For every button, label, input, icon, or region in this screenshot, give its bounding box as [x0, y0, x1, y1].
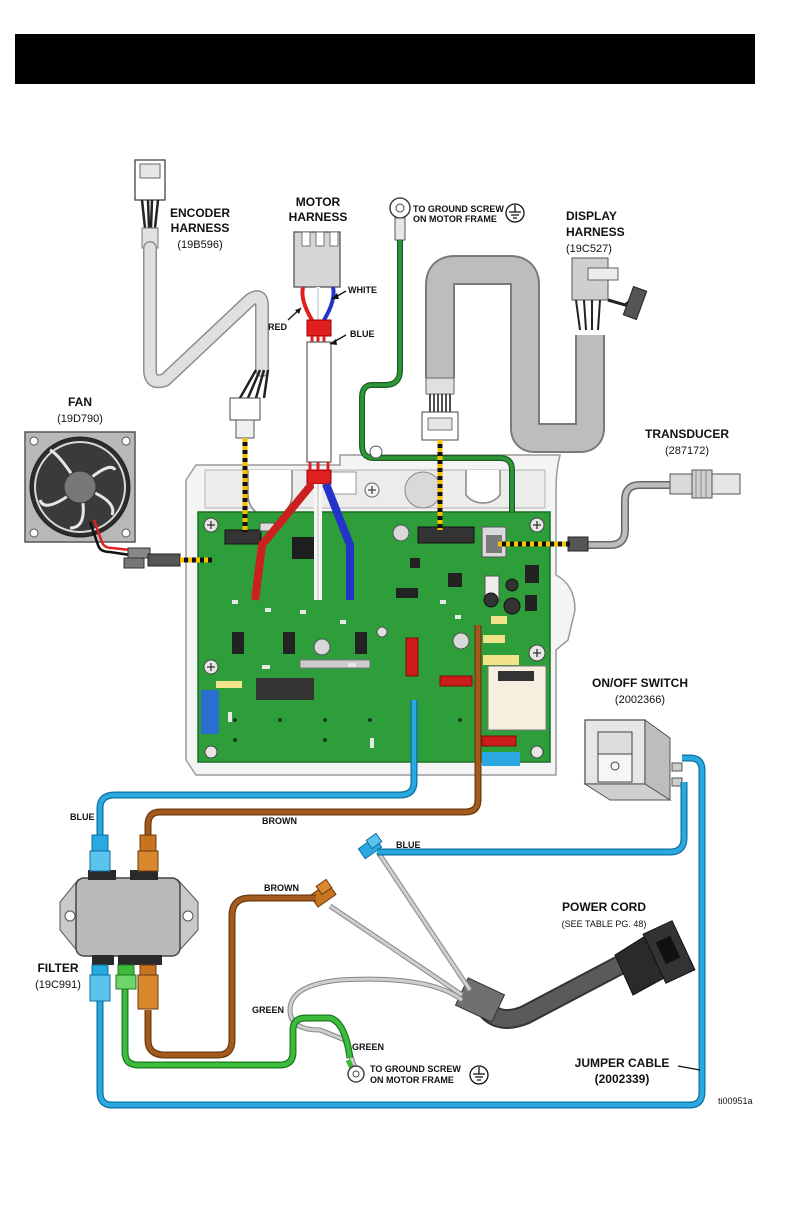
label-blue-left: BLUE: [70, 812, 95, 822]
ground-wire-top: [359, 197, 515, 512]
transducer-label: TRANSDUCER: [645, 427, 729, 441]
transducer: [567, 469, 741, 552]
label-brown-top: BROWN: [262, 816, 297, 826]
label-green-1: GREEN: [252, 1005, 284, 1015]
label-filter: FILTER (19C991): [35, 961, 81, 991]
label-fan: FAN (19D790): [57, 395, 103, 425]
display-label-2: HARNESS: [566, 225, 625, 239]
encoder-harness: [134, 159, 270, 439]
ground-symbol-bottom: [469, 1065, 489, 1085]
connection-lines: [180, 438, 570, 563]
label-encoder: ENCODER HARNESS (19B596): [170, 206, 230, 251]
filter-part-number: (19C991): [35, 979, 81, 991]
power-cord-label: POWER CORD: [562, 900, 646, 914]
label-jumper: JUMPER CABLE (2002339): [575, 1056, 670, 1086]
ground-bottom-line-1: TO GROUND SCREW: [370, 1064, 461, 1074]
wire-brown-cord-filter: [137, 894, 316, 1059]
label-blue-mid: BLUE: [396, 840, 421, 850]
display-label-1: DISPLAY: [566, 209, 617, 223]
display-harness: [421, 255, 648, 453]
filter-label: FILTER: [37, 961, 78, 975]
jumper-cable: [89, 754, 706, 1109]
wire-green-filter: [115, 964, 354, 1069]
on-off-switch: [583, 719, 683, 801]
ground-symbol-top: [505, 203, 525, 223]
label-red: RED: [268, 322, 288, 332]
fan-part-number: (19D790): [57, 413, 103, 425]
ground-bottom-line-2: ON MOTOR FRAME: [370, 1075, 454, 1085]
label-motor: MOTOR HARNESS: [289, 195, 348, 224]
encoder-part-number: (19B596): [177, 239, 222, 251]
label-switch: ON/OFF SWITCH (2002366): [592, 676, 688, 706]
label-ground-top: TO GROUND SCREW ON MOTOR FRAME: [413, 204, 504, 224]
encoder-label-2: HARNESS: [171, 221, 230, 235]
label-blue-motor: BLUE: [350, 329, 375, 339]
label-ground-bottom: TO GROUND SCREW ON MOTOR FRAME: [370, 1064, 461, 1085]
wire-blue-switch-cord: [377, 782, 688, 856]
filter: [59, 870, 199, 965]
label-green-2: GREEN: [352, 1042, 384, 1052]
label-brown-mid: BROWN: [264, 883, 299, 893]
display-part-number: (19C527): [566, 243, 612, 255]
encoder-label-1: ENCODER: [170, 206, 230, 220]
fan-label: FAN: [68, 395, 92, 409]
motor-label-2: HARNESS: [289, 210, 348, 224]
switch-label: ON/OFF SWITCH: [592, 676, 688, 690]
transducer-part-number: (287172): [665, 445, 709, 457]
circuit-board: [197, 511, 551, 766]
label-power-cord: POWER CORD (SEE TABLE PG. 48): [562, 900, 647, 929]
jumper-part-number: (2002339): [595, 1072, 650, 1086]
label-display: DISPLAY HARNESS (19C527): [566, 209, 625, 255]
jumper-label: JUMPER CABLE: [575, 1056, 670, 1070]
label-transducer: TRANSDUCER (287172): [645, 427, 729, 457]
ground-top-line-1: TO GROUND SCREW: [413, 204, 504, 214]
figure-id: ti00951a: [718, 1096, 753, 1106]
wire-blue-board-filter: [89, 700, 418, 872]
fan: [24, 431, 181, 569]
ground-top-line-2: ON MOTOR FRAME: [413, 214, 497, 224]
motor-harness: [251, 231, 354, 601]
power-cord-note: (SEE TABLE PG. 48): [562, 919, 647, 929]
header-bar: [15, 34, 755, 84]
label-white: WHITE: [348, 285, 377, 295]
motor-label-1: MOTOR: [296, 195, 341, 209]
wire-brown-board-filter: [137, 625, 482, 872]
switch-part-number: (2002366): [615, 694, 665, 706]
power-cord: [287, 832, 696, 1083]
